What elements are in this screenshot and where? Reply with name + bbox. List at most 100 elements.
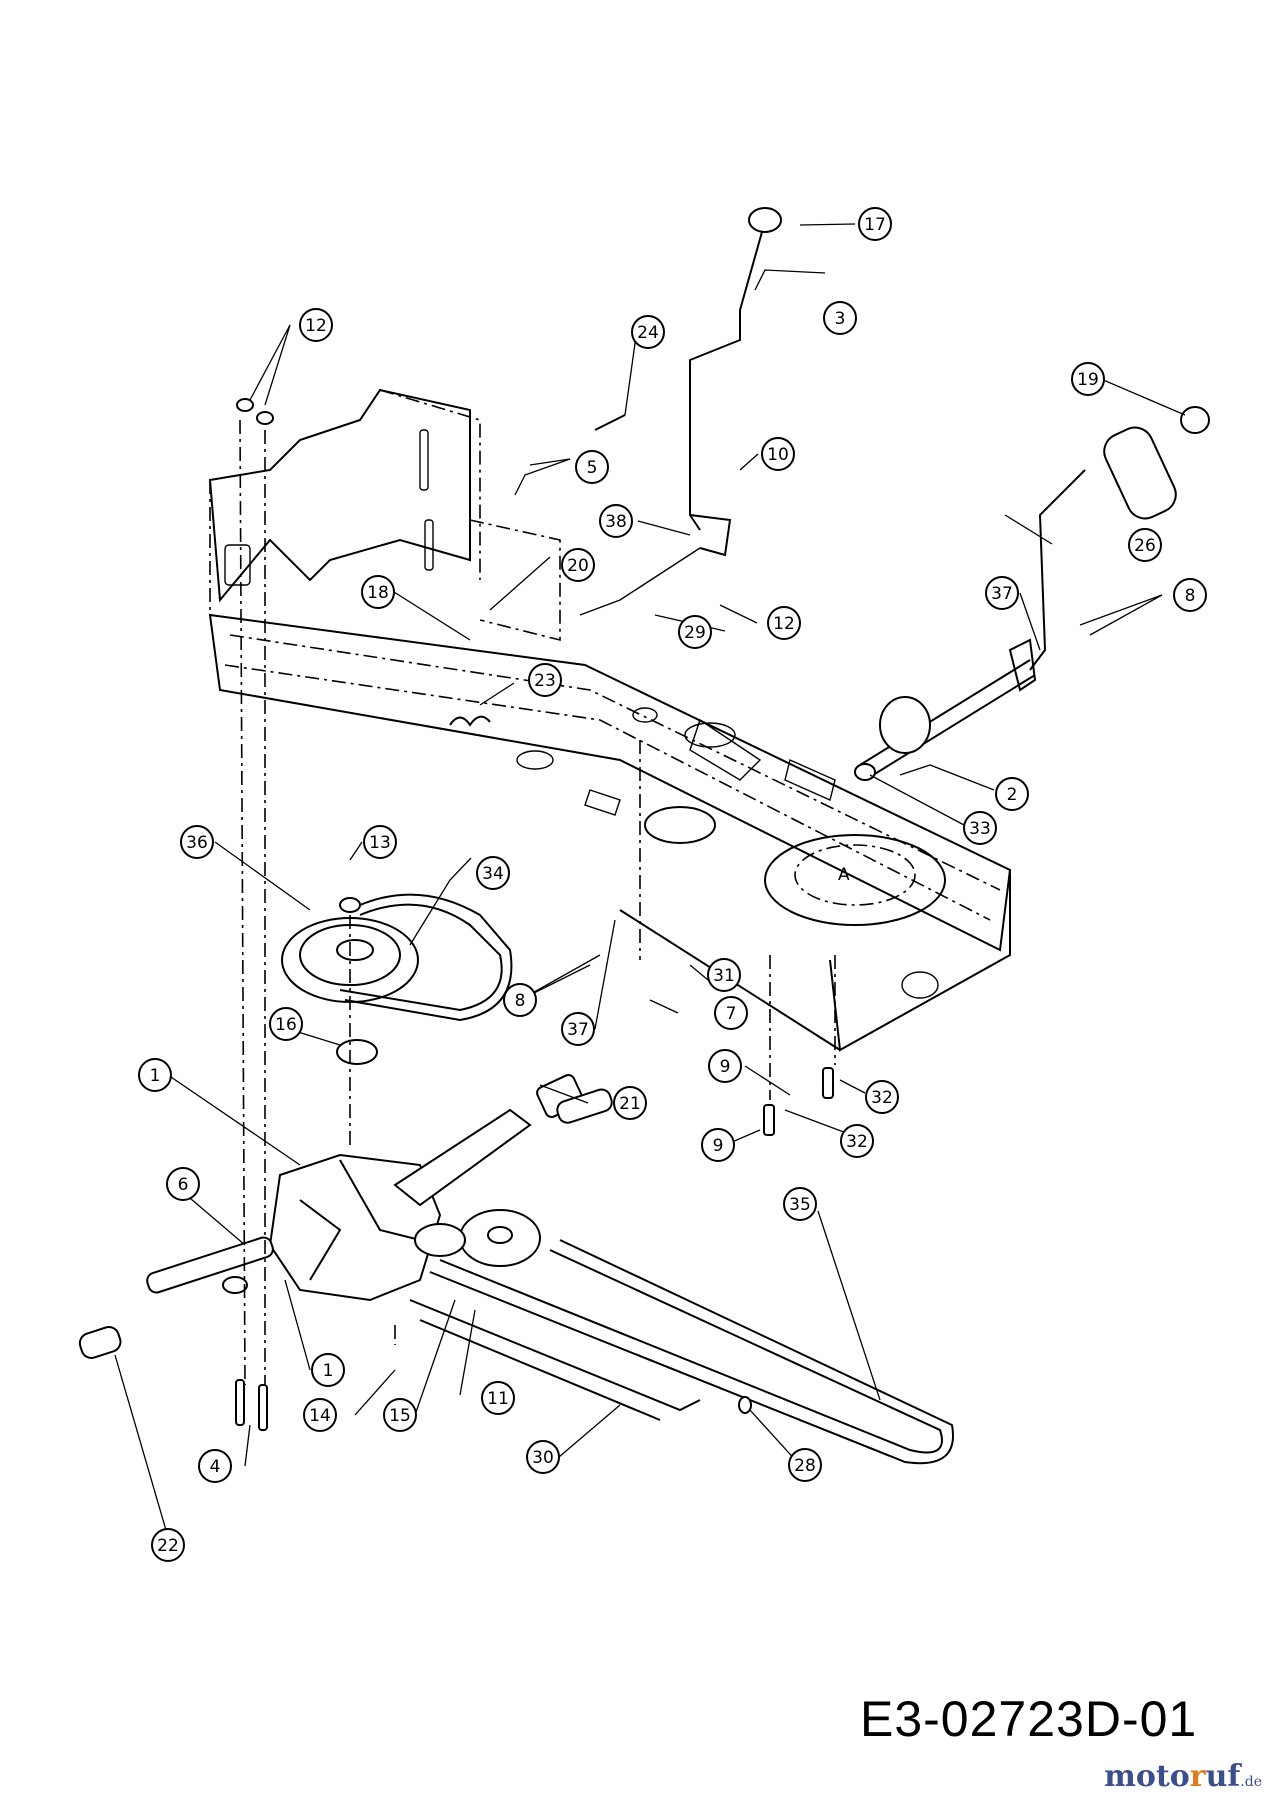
callout-29: 29 (678, 615, 712, 649)
callout-24: 24 (631, 315, 665, 349)
callout-32b: 32 (840, 1124, 874, 1158)
svg-text:8: 8 (515, 991, 526, 1011)
callout-33: 33 (963, 811, 997, 845)
svg-text:1: 1 (323, 1361, 334, 1381)
callout-23: 23 (528, 663, 562, 697)
callout-3: 3 (823, 301, 857, 335)
callout-8a: 8 (503, 983, 537, 1017)
svg-text:14: 14 (309, 1406, 331, 1426)
callout-15: 15 (383, 1398, 417, 1432)
watermark-part3: uf (1205, 1759, 1241, 1794)
callout-21: 21 (613, 1086, 647, 1120)
callout-10: 10 (761, 437, 795, 471)
callout-7: 7 (714, 996, 748, 1030)
watermark-part2: r (1189, 1759, 1206, 1794)
svg-text:22: 22 (157, 1536, 179, 1556)
callout-9a: 9 (708, 1049, 742, 1083)
callout-6: 6 (166, 1167, 200, 1201)
callouts: 1 1 2 3 4 5 6 7 8 8 9 9 10 11 12 12 13 1… (138, 207, 1207, 1562)
svg-text:12: 12 (773, 614, 795, 634)
svg-text:12: 12 (305, 316, 327, 336)
svg-text:28: 28 (794, 1456, 816, 1476)
svg-text:1: 1 (150, 1066, 161, 1086)
svg-text:9: 9 (713, 1136, 724, 1156)
callout-4: 4 (198, 1449, 232, 1483)
callout-26: 26 (1128, 528, 1162, 562)
callout-30: 30 (526, 1440, 560, 1474)
callout-8b: 8 (1173, 578, 1207, 612)
svg-text:5: 5 (587, 458, 598, 478)
callout-13: 13 (363, 825, 397, 859)
svg-text:30: 30 (532, 1448, 554, 1468)
svg-text:23: 23 (534, 671, 556, 691)
callout-16: 16 (269, 1007, 303, 1041)
svg-text:36: 36 (186, 833, 208, 853)
callout-28: 28 (788, 1448, 822, 1482)
callout-32a: 32 (865, 1080, 899, 1114)
callout-35: 35 (783, 1187, 817, 1221)
callout-12a: 12 (299, 308, 333, 342)
watermark-suffix: .de (1240, 1774, 1262, 1790)
svg-text:2: 2 (1007, 785, 1018, 805)
shift-lever (579, 207, 782, 616)
svg-text:15: 15 (389, 1406, 411, 1426)
svg-text:4: 4 (210, 1457, 221, 1477)
callout-20: 20 (561, 548, 595, 582)
callout-17: 17 (858, 207, 892, 241)
svg-text:34: 34 (482, 864, 504, 884)
svg-text:18: 18 (367, 583, 389, 603)
leader-lines (114, 223, 1186, 1538)
transaxle (146, 1074, 584, 1302)
svg-text:9: 9 (720, 1057, 731, 1077)
svg-text:11: 11 (487, 1389, 509, 1409)
svg-text:29: 29 (684, 623, 706, 643)
svg-text:26: 26 (1134, 536, 1156, 556)
svg-text:20: 20 (567, 556, 589, 576)
callout-37b: 37 (561, 1012, 595, 1046)
svg-text:37: 37 (567, 1020, 589, 1040)
document-code: E3-02723D-01 (860, 1691, 1198, 1747)
svg-text:35: 35 (789, 1195, 811, 1215)
svg-text:8: 8 (1185, 586, 1196, 606)
callout-9b: 9 (701, 1128, 735, 1162)
callout-14: 14 (303, 1398, 337, 1432)
svg-text:3: 3 (835, 309, 846, 329)
belt-guide (409, 1239, 954, 1465)
callout-12b: 12 (767, 606, 801, 640)
svg-text:24: 24 (637, 323, 659, 343)
watermark-part1: moto (1104, 1759, 1190, 1794)
svg-text:A: A (838, 865, 850, 885)
svg-text:33: 33 (969, 819, 991, 839)
callout-36: 36 (180, 825, 214, 859)
callout-34: 34 (476, 856, 510, 890)
springs-and-hardware (78, 398, 834, 1431)
callout-31: 31 (707, 958, 741, 992)
svg-text:7: 7 (726, 1004, 737, 1024)
callout-22: 22 (151, 1528, 185, 1562)
callout-2: 2 (995, 777, 1029, 811)
watermark-logo: motoruf.de (1104, 1759, 1262, 1794)
svg-text:16: 16 (275, 1015, 297, 1035)
callout-19: 19 (1071, 362, 1105, 396)
frame: A (208, 388, 1012, 1052)
svg-text:19: 19 (1077, 370, 1099, 390)
callout-1b: 1 (311, 1353, 345, 1387)
callout-38: 38 (599, 504, 633, 538)
alignment-lines (239, 419, 836, 1386)
drive-pulley (281, 893, 513, 1065)
svg-text:32: 32 (871, 1088, 893, 1108)
svg-text:32: 32 (846, 1132, 868, 1152)
svg-text:21: 21 (619, 1094, 641, 1114)
svg-text:13: 13 (369, 833, 391, 853)
svg-text:10: 10 (767, 445, 789, 465)
svg-text:6: 6 (178, 1175, 189, 1195)
callout-1a: 1 (138, 1058, 172, 1092)
callout-11: 11 (481, 1381, 515, 1415)
callout-18: 18 (361, 575, 395, 609)
svg-text:31: 31 (713, 966, 735, 986)
callout-37a: 37 (985, 576, 1019, 610)
pedal-shaft (854, 406, 1210, 781)
callout-5: 5 (575, 450, 609, 484)
svg-text:38: 38 (605, 512, 627, 532)
